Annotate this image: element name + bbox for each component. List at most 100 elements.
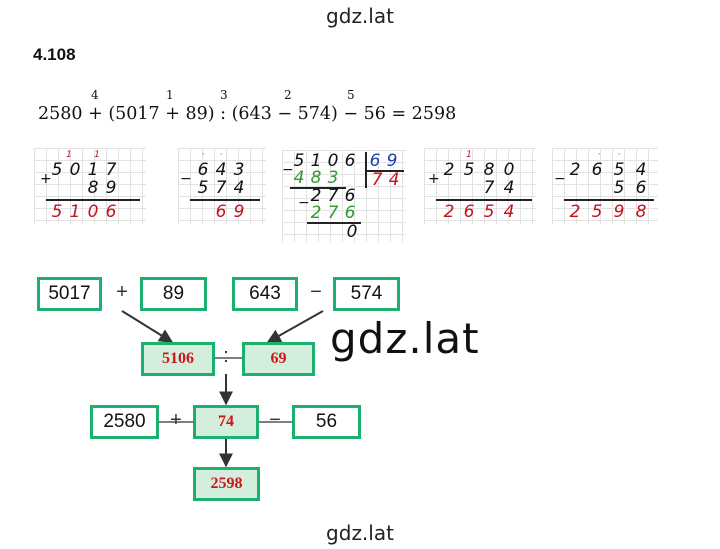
watermark-top: gdz.lat [326, 4, 394, 28]
result-digit: 2 [443, 202, 455, 222]
watermark-bottom: gdz.lat [326, 521, 394, 545]
carry-digit: 1 [66, 150, 72, 160]
subtrahend-digit: 3 [327, 168, 339, 188]
plus-sign: + [170, 409, 182, 431]
operand-box-2580: 2580 [90, 405, 159, 439]
order-mark-1: 1 [166, 88, 174, 102]
subtrahend-digit: 2 [310, 203, 322, 223]
digit: 5 [463, 160, 475, 180]
subtrahend-digit: 6 [344, 203, 356, 223]
difference-line [564, 199, 654, 201]
arrow [121, 310, 174, 343]
digit: 7 [483, 178, 495, 198]
result-box-74: 74 [193, 405, 259, 439]
result-digit: 5 [51, 202, 63, 222]
column-subtraction-2: · · − 2 6 5 4 5 6 2 5 9 8 [552, 148, 658, 224]
result-box-5106: 5106 [141, 342, 215, 376]
borrow-dot: · [597, 150, 601, 160]
digit: 5 [293, 151, 305, 171]
borrow-dot: · [219, 150, 223, 160]
digit: 5 [613, 160, 625, 180]
order-mark-5: 5 [347, 88, 355, 102]
digit: 5 [613, 178, 625, 198]
arrow [266, 310, 324, 343]
digit: 2 [443, 160, 455, 180]
divisor-digit: 9 [386, 151, 398, 171]
operand-box-89: 89 [140, 277, 207, 311]
carry-digit: 1 [94, 150, 100, 160]
operand-box-56: 56 [292, 405, 361, 439]
result-digit: 0 [87, 202, 99, 222]
final-result-box-2598: 2598 [193, 467, 260, 501]
digit: 0 [327, 151, 339, 171]
digit: 7 [327, 186, 339, 206]
quotient-line [366, 170, 404, 172]
sub-line [307, 222, 361, 224]
minus-sign: − [554, 171, 566, 187]
digit: 5 [51, 160, 63, 180]
minus-sign: − [298, 195, 310, 211]
digit: 9 [105, 178, 117, 198]
digit: 2 [310, 186, 322, 206]
column-addition-2: 1 + 2 5 8 0 7 4 2 6 5 4 [424, 148, 536, 224]
result-digit: 9 [613, 202, 625, 222]
task-number: 4.108 [33, 45, 76, 64]
order-mark-3: 3 [220, 88, 228, 102]
result-digit: 1 [69, 202, 81, 222]
subtrahend-digit: 7 [327, 203, 339, 223]
digit: 2 [569, 160, 581, 180]
minus-sign: − [180, 171, 192, 187]
remainder-digit: 0 [346, 222, 358, 242]
operand-box-643: 643 [232, 277, 298, 311]
plus-sign: + [428, 171, 440, 187]
digit: 7 [215, 178, 227, 198]
minus-sign: − [269, 409, 281, 431]
result-digit: 6 [215, 202, 227, 222]
borrow-dot: · [201, 150, 205, 160]
quotient-digit: 4 [388, 170, 400, 190]
digit: 6 [344, 186, 356, 206]
difference-line [190, 199, 260, 201]
digit: 3 [233, 160, 245, 180]
result-digit: 2 [569, 202, 581, 222]
digit: 0 [503, 160, 515, 180]
watermark-middle: gdz.lat [330, 314, 480, 363]
digit: 0 [69, 160, 81, 180]
sum-line [46, 199, 140, 201]
result-digit: 5 [591, 202, 603, 222]
result-digit: 8 [635, 202, 647, 222]
minus-sign: − [310, 281, 322, 303]
carry-digit: 1 [466, 150, 472, 160]
digit: 1 [310, 151, 322, 171]
sub-line [290, 187, 346, 189]
operand-box-574: 574 [333, 277, 400, 311]
result-digit: 9 [233, 202, 245, 222]
result-digit: 6 [463, 202, 475, 222]
sum-line [436, 199, 532, 201]
digit: 5 [197, 178, 209, 198]
plus-sign: + [116, 281, 128, 303]
subtrahend-digit: 8 [310, 168, 322, 188]
column-subtraction-1: · · − 6 4 3 5 7 4 6 9 [178, 148, 266, 224]
digit: 8 [87, 178, 99, 198]
colon-sign: : [223, 345, 229, 367]
result-digit: 4 [503, 202, 515, 222]
borrow-dot: · [617, 150, 621, 160]
plus-sign: + [40, 171, 52, 187]
column-addition-1: 1 1 + 5 0 1 7 8 9 5 1 0 6 [34, 148, 146, 224]
digit: 6 [344, 151, 356, 171]
divisor-digit: 6 [369, 151, 381, 171]
digit: 1 [87, 160, 99, 180]
digit: 4 [215, 160, 227, 180]
quotient-digit: 7 [371, 170, 383, 190]
digit: 4 [635, 160, 647, 180]
minus-sign: − [282, 162, 294, 178]
digit: 6 [635, 178, 647, 198]
result-digit: 5 [483, 202, 495, 222]
order-mark-4: 4 [91, 88, 99, 102]
digit: 4 [233, 178, 245, 198]
long-division: − 5 1 0 6 6 9 4 8 3 7 4 − 2 7 6 2 7 6 0 [282, 150, 406, 242]
digit: 7 [105, 160, 117, 180]
digit: 6 [591, 160, 603, 180]
